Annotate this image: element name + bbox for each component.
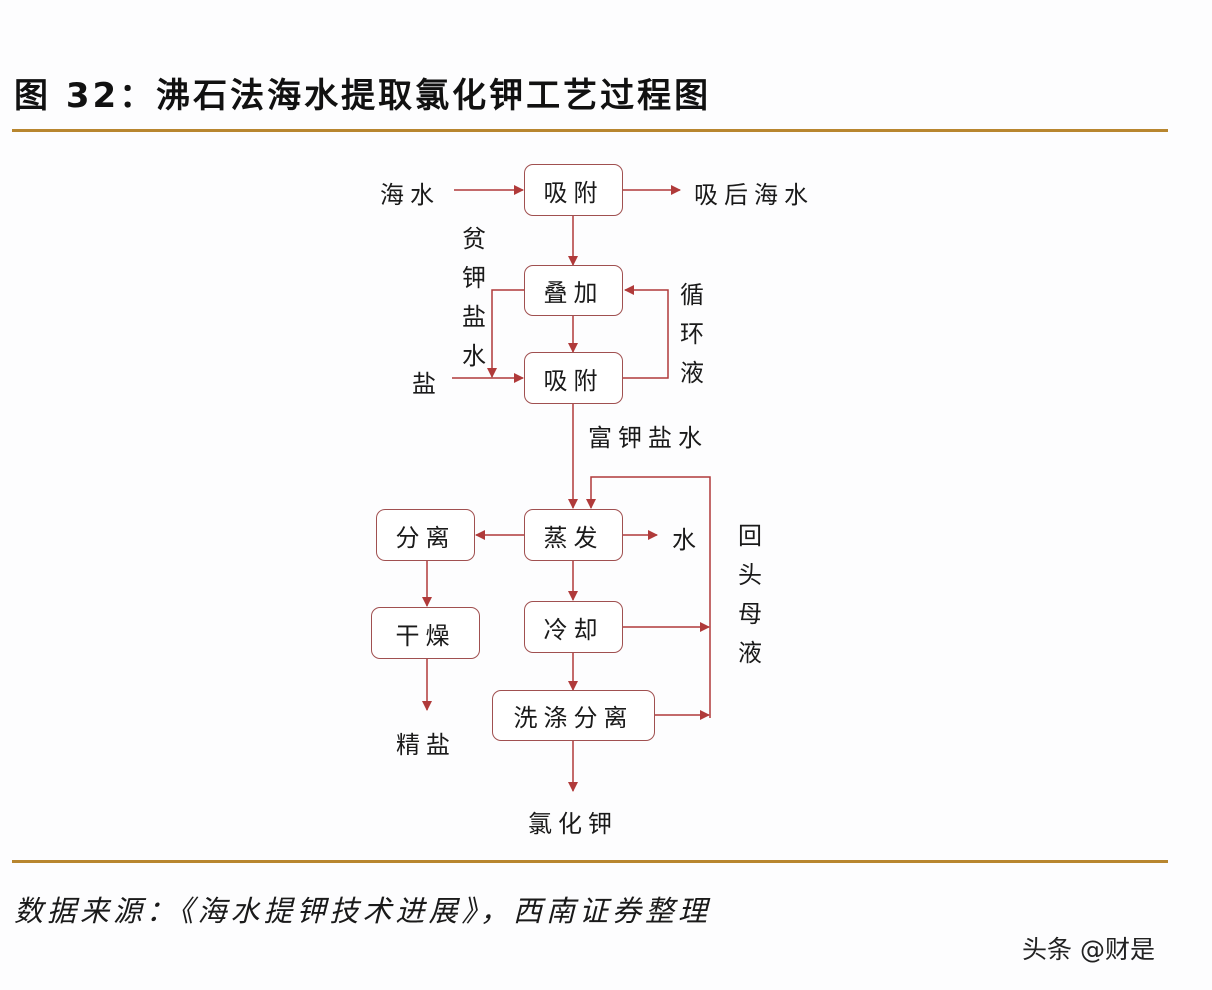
- label-return-mother-liquor: 回头母液: [738, 522, 762, 667]
- node-washing-separation: 洗涤分离: [492, 690, 655, 741]
- node-evaporation: 蒸发: [524, 509, 623, 561]
- node-adsorption-1: 吸附: [524, 164, 623, 216]
- label-circulating-liquid: 循环液: [680, 281, 704, 387]
- top-divider: [12, 129, 1168, 132]
- watermark: 头条 @财是: [1022, 935, 1155, 964]
- label-seawater: 海水: [380, 181, 440, 209]
- bottom-divider: [12, 860, 1168, 863]
- label-water: 水: [672, 526, 702, 554]
- figure-title: 图 32：沸石法海水提取氯化钾工艺过程图: [14, 76, 712, 116]
- node-stacking: 叠加: [524, 265, 623, 316]
- node-cooling: 冷却: [524, 601, 623, 653]
- label-fine-salt: 精盐: [396, 731, 456, 759]
- node-drying: 干燥: [371, 607, 480, 659]
- label-rich-potassium-brine: 富钾盐水: [588, 424, 708, 452]
- label-post-adsorption-seawater: 吸后海水: [694, 181, 814, 209]
- data-source-note: 数据来源：《海水提钾技术进展》，西南证券整理: [14, 894, 712, 928]
- node-adsorption-2: 吸附: [524, 352, 623, 404]
- label-salt: 盐: [412, 370, 442, 398]
- label-lean-potassium-brine: 贫钾盐水: [462, 225, 486, 370]
- node-separation: 分离: [376, 509, 475, 561]
- label-potassium-chloride: 氯化钾: [528, 810, 618, 838]
